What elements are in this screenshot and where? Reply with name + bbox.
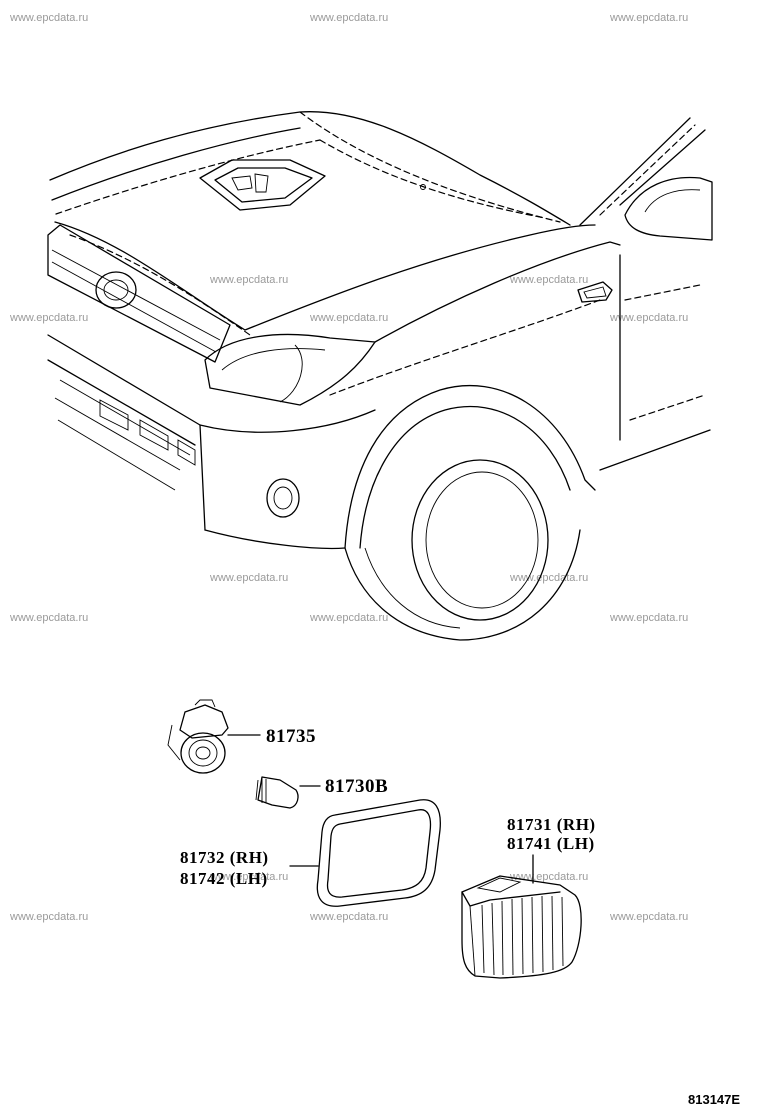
part-label-lamp-lh: 81741 (LH): [507, 834, 595, 853]
watermark: www.epcdata.ru: [9, 911, 88, 923]
watermark: www.epcdata.ru: [9, 612, 88, 624]
watermark: www.epcdata.ru: [509, 871, 588, 883]
watermark: www.epcdata.ru: [609, 12, 688, 24]
watermark: www.epcdata.ru: [209, 572, 288, 584]
watermark: www.epcdata.ru: [9, 312, 88, 324]
gasket-part: 81732 (RH) 81742 (LH): [180, 799, 441, 907]
part-label-lamp-rh: 81731 (RH): [507, 815, 596, 834]
watermark: www.epcdata.ru: [509, 274, 588, 286]
watermark: www.epcdata.ru: [609, 612, 688, 624]
part-label-bulb: 81730B: [325, 776, 388, 797]
socket-part: 81735: [167, 699, 316, 774]
lamp-part: 81731 (RH) 81741 (LH): [461, 815, 596, 979]
watermark: www.epcdata.ru: [509, 572, 588, 584]
watermark: www.epcdata.ru: [309, 612, 388, 624]
part-label-gasket-rh: 81732 (RH): [180, 848, 269, 867]
watermark: www.epcdata.ru: [9, 12, 88, 24]
vehicle-illustration: [47, 111, 713, 641]
watermark: www.epcdata.ru: [209, 871, 288, 883]
part-label-gasket-lh: 81742 (LH): [180, 869, 268, 888]
watermark: www.epcdata.ru: [209, 274, 288, 286]
watermark: www.epcdata.ru: [609, 911, 688, 923]
diagram-reference: 813147E: [688, 1092, 740, 1107]
watermark: www.epcdata.ru: [309, 312, 388, 324]
part-label-socket: 81735: [266, 726, 316, 747]
watermark: www.epcdata.ru: [609, 312, 688, 324]
bulb-part: 81730B: [255, 776, 388, 809]
watermark: www.epcdata.ru: [309, 911, 388, 923]
watermark: www.epcdata.ru: [309, 12, 388, 24]
